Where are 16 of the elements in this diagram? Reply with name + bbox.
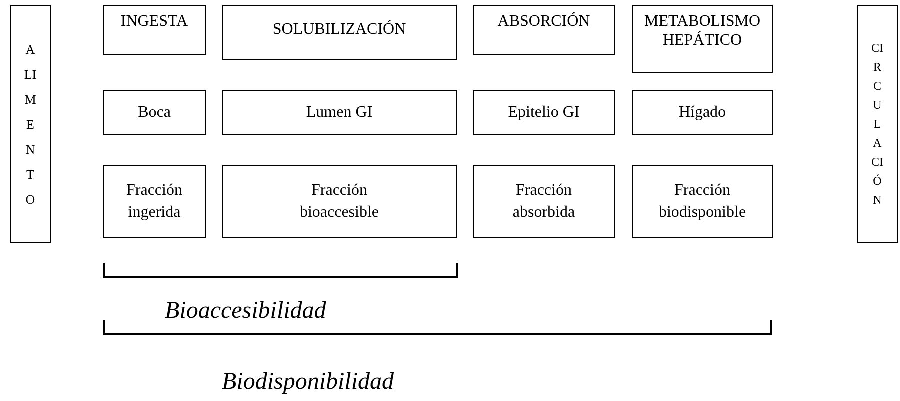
bracket-label: Biodisponibilidad <box>222 368 394 397</box>
process-box: ALIMENTO <box>10 5 51 243</box>
process-box: INGESTA <box>103 5 206 55</box>
process-box: SOLUBILIZACIÓN <box>222 5 457 60</box>
process-box: Fracción ingerida <box>103 165 206 238</box>
bracket-label: Bioaccesibilidad <box>165 297 326 326</box>
process-box: ABSORCIÓN <box>473 5 615 55</box>
process-box: Hígado <box>632 90 773 135</box>
process-box: Lumen GI <box>222 90 457 135</box>
process-box: Fracción biodisponible <box>632 165 773 238</box>
process-box: Fracción absorbida <box>473 165 615 238</box>
process-box: Fracción bioaccesible <box>222 165 457 238</box>
process-box: Boca <box>103 90 206 135</box>
process-box: METABOLISMO HEPÁTICO <box>632 5 773 73</box>
process-box: Epitelio GI <box>473 90 615 135</box>
process-box: CIRCULACIÓN <box>857 5 898 243</box>
